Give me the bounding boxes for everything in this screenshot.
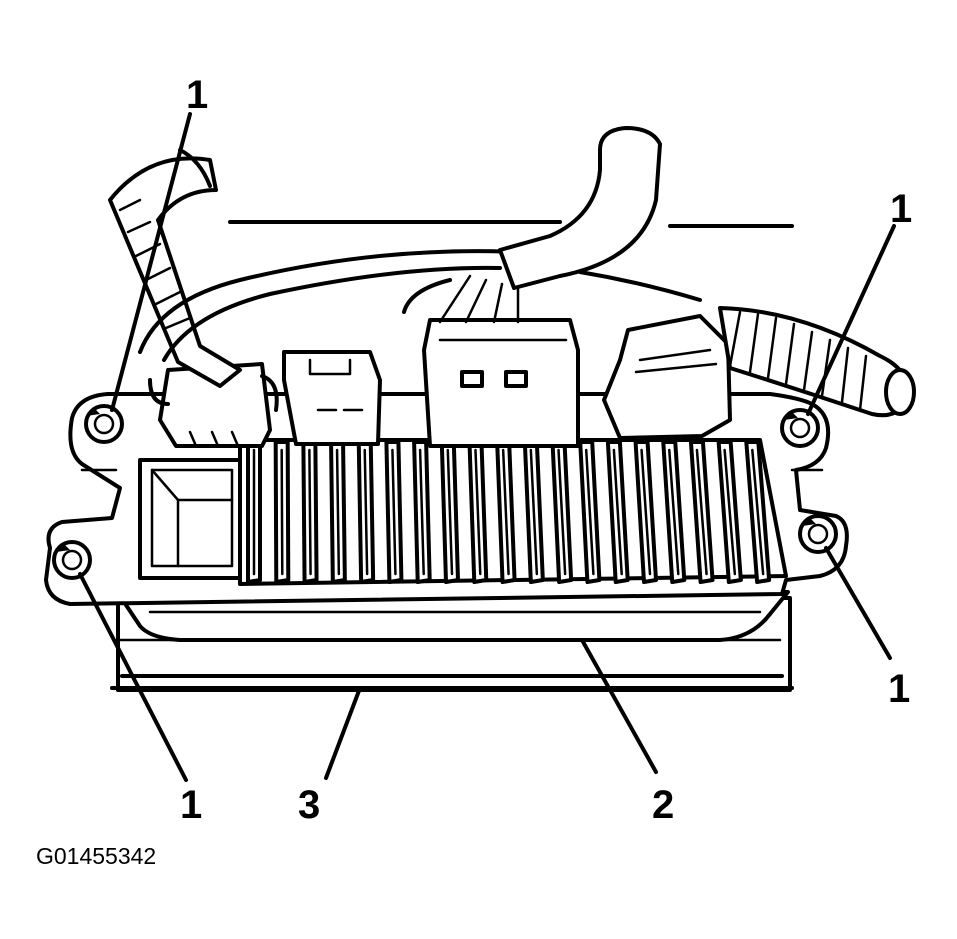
- connector-right-harness: [602, 314, 732, 440]
- nut-bottom-right: [798, 514, 838, 554]
- heatsink-fins: [246, 440, 772, 584]
- callout-module-heatsink: 2: [652, 783, 674, 827]
- connector-left-harness: [148, 362, 279, 448]
- heatsink-fin-edge: [280, 448, 284, 576]
- reference-lines: [228, 220, 794, 228]
- leader-lines: [78, 112, 896, 782]
- callout-nut-top-left: 1: [186, 73, 208, 117]
- heatsink-fin-edge: [695, 448, 708, 576]
- figure-id: G01455342: [36, 843, 156, 869]
- heatsink-fin-edge: [501, 448, 510, 576]
- heatsink-fin-edge: [363, 448, 369, 576]
- nut-top-right: [780, 408, 820, 448]
- heatsink-fin-edge: [612, 448, 623, 576]
- nut-top-left: [84, 404, 124, 444]
- mounting-nuts: [52, 404, 838, 580]
- callout-module-base: 3: [298, 783, 320, 827]
- heatsink-fin-edge: [529, 448, 539, 576]
- heatsink-fin-edge: [391, 448, 397, 576]
- heatsink-fin-edge: [446, 448, 454, 576]
- heatsink-fin-edge: [640, 448, 652, 576]
- heatsink: [238, 438, 788, 586]
- heatsink-fin-edge: [335, 448, 341, 576]
- connector-center-multi: [422, 318, 580, 448]
- callout-nut-bottom-left: 1: [180, 783, 202, 827]
- heatsink-fin-edge: [474, 448, 482, 576]
- callout-nut-top-right: 1: [890, 187, 912, 231]
- heatsink-fin-edge: [584, 448, 595, 576]
- connector-small-center: [282, 350, 382, 446]
- heatsink-fin-edge: [557, 448, 567, 576]
- module-housing: [118, 590, 790, 642]
- nut-bottom-left: [52, 540, 92, 580]
- heatsink-fin-edge: [308, 448, 312, 576]
- heatsink-fin-edge: [418, 448, 425, 576]
- heatsink-fin-edge: [668, 448, 680, 576]
- wiring-harnesses: [108, 126, 916, 418]
- callout-labels: 1 1 1 1 3 2: [180, 73, 912, 827]
- heatsink-fin-edge: [751, 448, 765, 576]
- heatsink-fin-edge: [723, 448, 737, 576]
- callout-nut-bottom-right: 1: [888, 667, 910, 711]
